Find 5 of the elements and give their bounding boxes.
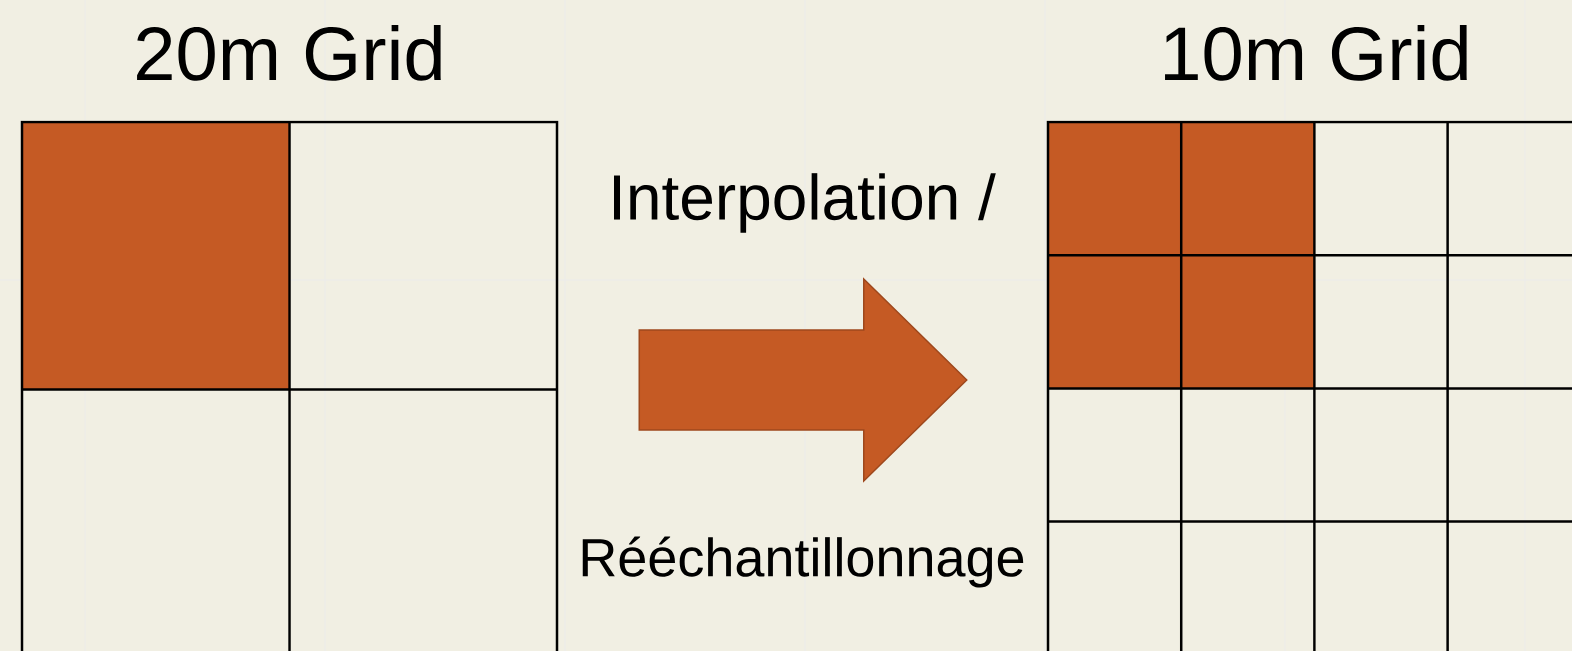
grid-title: 10m Grid — [1165, 24, 1467, 81]
caption-text: Interpolation / — [614, 173, 996, 233]
block-arrow — [638, 277, 968, 483]
caption-text: Rééchantillonnage — [582, 536, 1024, 588]
grid-title: 20m Grid — [137, 24, 441, 81]
